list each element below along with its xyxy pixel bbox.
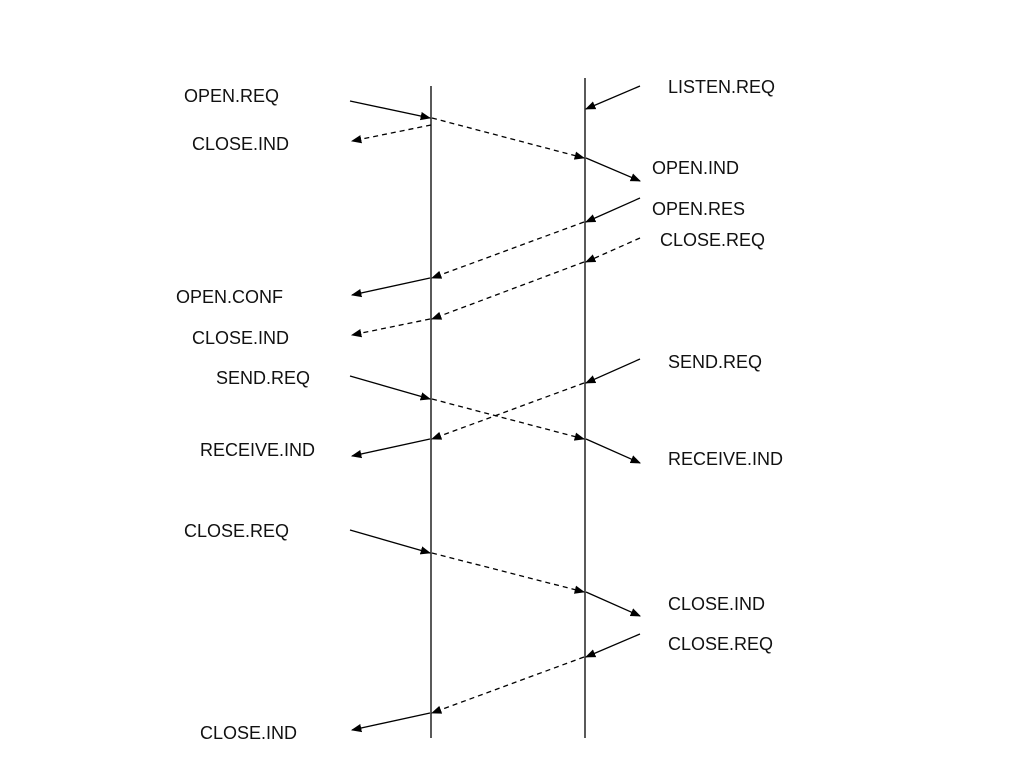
open-req-arrow xyxy=(349,100,432,121)
close-ind-arrow-left xyxy=(350,712,431,733)
left-label-open-conf: OPEN.CONF xyxy=(176,287,283,307)
open-res-arrow xyxy=(585,197,641,223)
send-req-arrow-right xyxy=(585,358,641,384)
right-label-open-ind: OPEN.IND xyxy=(652,158,739,178)
listen-req-arrow xyxy=(585,85,641,110)
close-req-arrow-left xyxy=(349,529,431,555)
close-req-arrow-1 xyxy=(585,237,641,263)
close-ind-arrow-right xyxy=(585,591,641,617)
left-label-close-ind-1: CLOSE.IND xyxy=(192,134,289,154)
close-transfer-arrow-lr xyxy=(431,552,586,594)
send-transfer-arrow-lr xyxy=(431,398,586,441)
close-req-arrow-right xyxy=(585,633,641,658)
send-transfer-arrow-rl xyxy=(431,382,585,440)
open-req-transfer-arrow xyxy=(431,117,586,160)
right-label-open-res: OPEN.RES xyxy=(652,199,745,219)
close-req-transfer-arrow-1 xyxy=(431,261,585,320)
left-label-send-req: SEND.REQ xyxy=(216,368,310,388)
right-label-close-req-1: CLOSE.REQ xyxy=(660,230,765,250)
right-label-receive-ind: RECEIVE.IND xyxy=(668,449,783,469)
close-transfer-arrow-rl xyxy=(431,656,585,714)
open-res-transfer-arrow xyxy=(431,221,585,279)
right-label-close-req-2: CLOSE.REQ xyxy=(668,634,773,654)
left-label-close-ind-3: CLOSE.IND xyxy=(200,723,297,743)
left-label-open-req: OPEN.REQ xyxy=(184,86,279,106)
right-label-listen-req: LISTEN.REQ xyxy=(668,77,775,97)
send-req-arrow-left xyxy=(349,375,431,401)
left-label-receive-ind: RECEIVE.IND xyxy=(200,440,315,460)
close-ind-arrow-1 xyxy=(350,124,432,144)
left-label-close-ind-2: CLOSE.IND xyxy=(192,328,289,348)
receive-ind-arrow-right xyxy=(585,438,641,464)
right-label-close-ind: CLOSE.IND xyxy=(668,594,765,614)
open-ind-arrow xyxy=(585,157,641,182)
receive-ind-arrow-left xyxy=(350,438,431,459)
right-label-send-req: SEND.REQ xyxy=(668,352,762,372)
close-ind-arrow-2 xyxy=(350,318,431,338)
open-conf-arrow xyxy=(350,277,431,298)
left-label-close-req: CLOSE.REQ xyxy=(184,521,289,541)
